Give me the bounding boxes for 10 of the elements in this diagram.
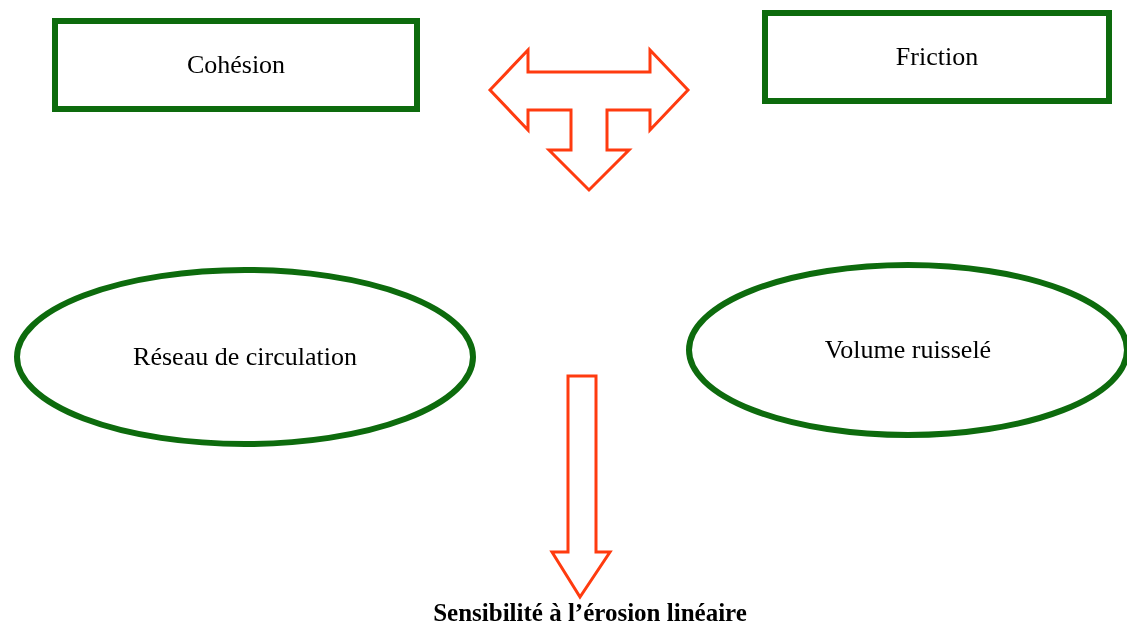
node-label: Sensibilité à l’érosion linéaire [433, 599, 747, 627]
block-arrow [549, 374, 613, 600]
node-label: Cohésion [186, 50, 286, 80]
node-label: Réseau de circulation [133, 342, 357, 372]
node-label: Friction [895, 42, 979, 72]
node-label: Volume ruisselé [824, 335, 992, 365]
process-box [52, 18, 420, 112]
process-box [762, 10, 1112, 104]
ellipse-node [14, 267, 476, 447]
block-arrow [487, 46, 691, 193]
